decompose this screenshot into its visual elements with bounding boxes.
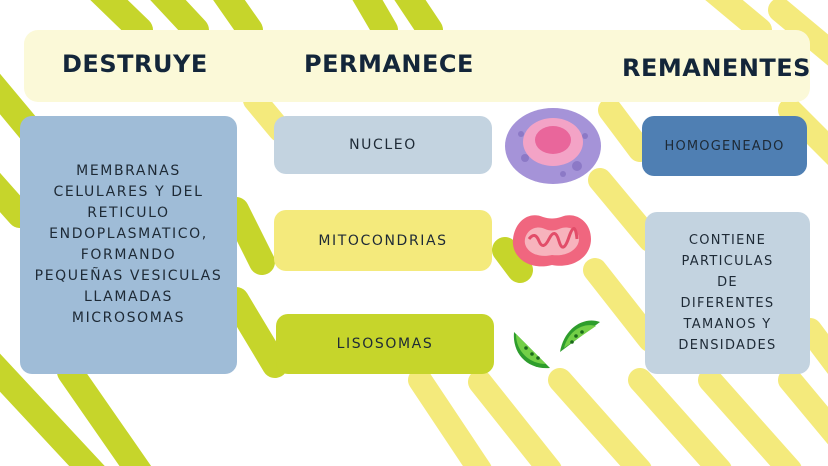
nucleus-icon (505, 108, 601, 184)
organelle-box-mitochondria: MITOCONDRIAS (274, 210, 492, 271)
remnants-contains-box: CONTIENE PARTICULAS DE DIFERENTES TAMANO… (645, 212, 810, 374)
mitochondria-icon (512, 215, 591, 267)
homogenate-box: HOMOGENEADO (642, 116, 807, 176)
lysosome-icon (513, 320, 600, 369)
header-remains: PERMANECE (304, 50, 474, 78)
header-bar (24, 30, 810, 102)
organelle-box-nucleus: NUCLEO (274, 116, 492, 174)
header-remnants: REMANENTES (622, 54, 811, 82)
header-destroys: DESTRUYE (62, 50, 208, 78)
destroys-box: MEMBRANAS CELULARES Y DEL RETICULO ENDOP… (20, 116, 237, 374)
organelle-box-lysosome: LISOSOMAS (276, 314, 494, 374)
